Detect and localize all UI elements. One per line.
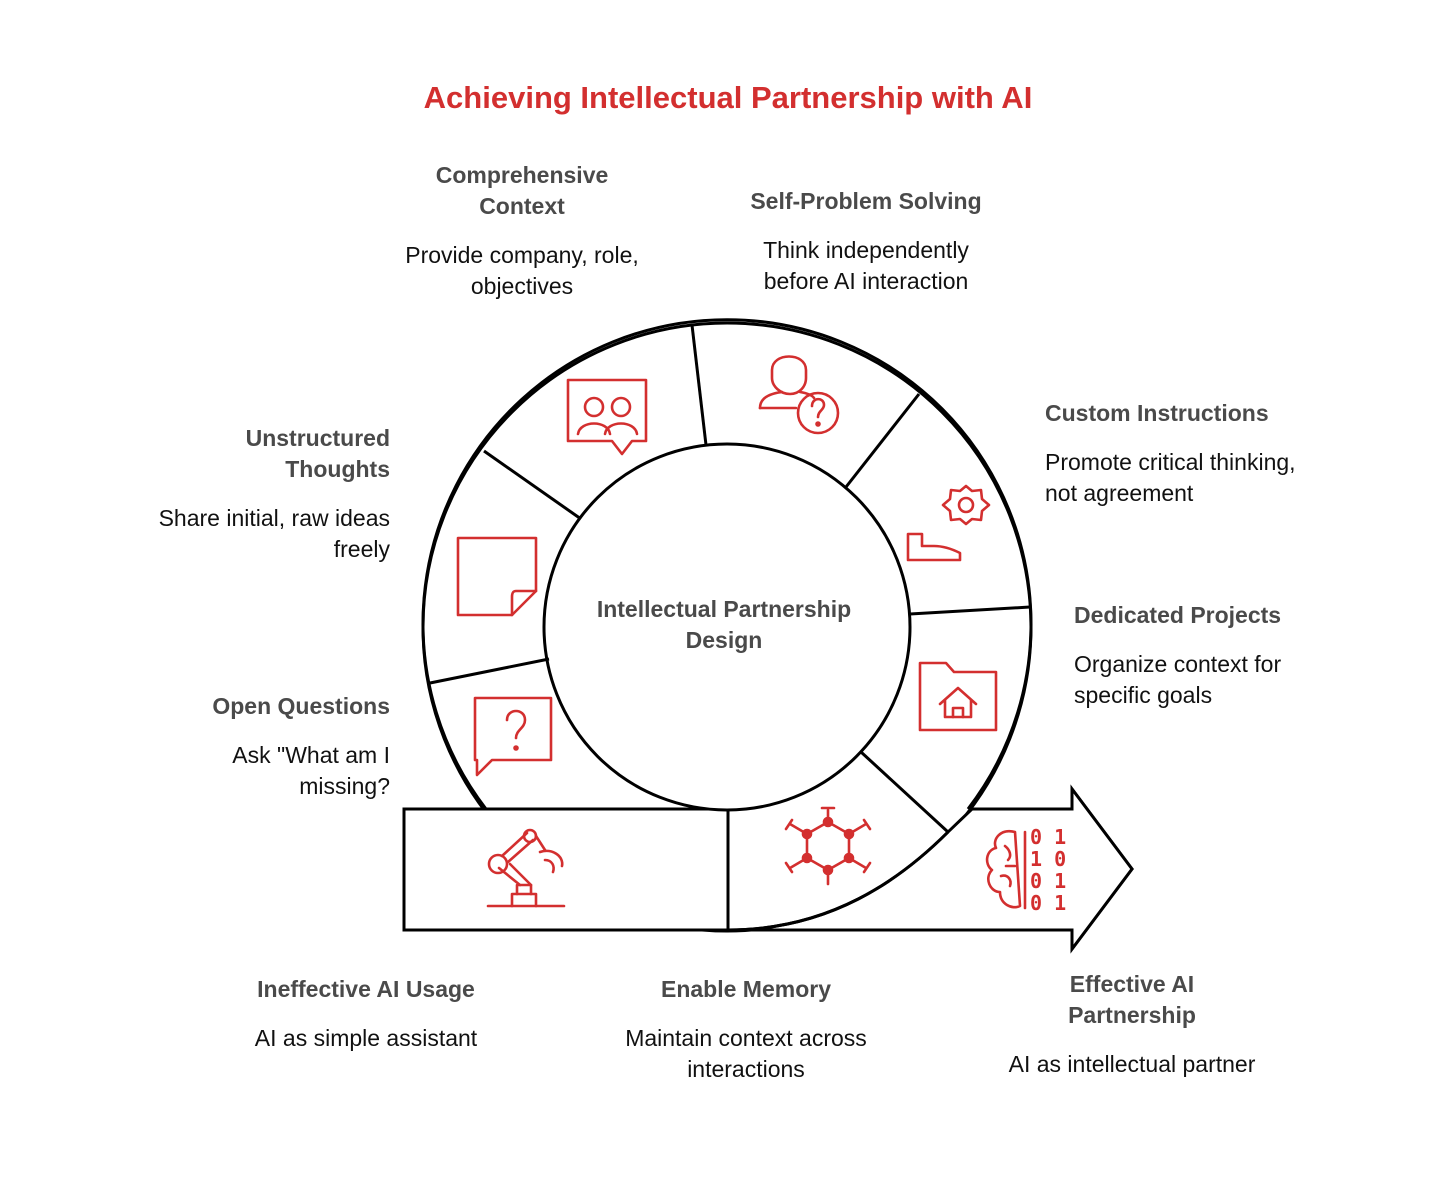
inner-circle	[542, 442, 912, 812]
folder-home-icon	[918, 661, 998, 732]
brain-binary-icon	[985, 829, 1027, 910]
label-dedicated-projects: Dedicated Projects Organize context for …	[1074, 600, 1374, 711]
description-unstructured-thoughts: Share initial, raw ideas freely	[158, 505, 390, 562]
heading-open-questions: Open Questions	[212, 693, 390, 719]
heading-enable-memory: Enable Memory	[661, 976, 831, 1002]
segment-dividers	[429, 324, 1031, 834]
people-chat-icon	[566, 378, 648, 456]
heading-ineffective-ai-usage: Ineffective AI Usage	[257, 976, 475, 1002]
network-molecule-icon	[784, 806, 872, 886]
person-question-icon	[758, 355, 840, 435]
diagram-title: Achieving Intellectual Partnership with …	[423, 80, 1033, 115]
binary-digits: 0 1 1 0 0 1 0 1	[1030, 825, 1066, 915]
label-unstructured-thoughts: Unstructured Thoughts Share initial, raw…	[90, 423, 390, 565]
description-custom-instructions: Promote critical thinking, not agreement	[1045, 449, 1296, 506]
center-label: Intellectual Partnership Design	[596, 596, 852, 653]
heading-comprehensive-context: Comprehensive Context	[435, 162, 609, 219]
robot-arm-icon	[486, 828, 566, 908]
description-enable-memory: Maintain context across interactions	[625, 1025, 867, 1082]
description-dedicated-projects: Organize context for specific goals	[1074, 651, 1282, 708]
label-open-questions: Open Questions Ask "What am I missing?	[90, 691, 390, 802]
label-ineffective-ai-usage: Ineffective AI Usage AI as simple assist…	[216, 974, 516, 1054]
sticky-note-icon	[456, 536, 538, 617]
label-enable-memory: Enable Memory Maintain context across in…	[596, 974, 896, 1085]
heading-unstructured-thoughts: Unstructured Thoughts	[245, 425, 390, 482]
description-effective-ai-partnership: AI as intellectual partner	[1008, 1051, 1256, 1077]
label-effective-ai-partnership: Effective AI Partnership AI as intellect…	[972, 969, 1292, 1080]
description-open-questions: Ask "What am I missing?	[232, 742, 390, 799]
label-custom-instructions: Custom Instructions Promote critical thi…	[1045, 398, 1365, 509]
description-ineffective-ai-usage: AI as simple assistant	[254, 1025, 478, 1051]
svg-text:1 0: 1 0	[1030, 847, 1066, 871]
svg-text:0 1: 0 1	[1030, 869, 1066, 893]
description-comprehensive-context: Provide company, role, objectives	[405, 242, 639, 299]
heading-custom-instructions: Custom Instructions	[1045, 400, 1269, 426]
heading-dedicated-projects: Dedicated Projects	[1074, 602, 1282, 628]
question-bubble-icon	[473, 696, 553, 777]
label-comprehensive-context: Comprehensive Context Provide company, r…	[372, 160, 672, 302]
label-self-problem-solving: Self-Problem Solving Think independently…	[712, 186, 1020, 297]
svg-text:0 1: 0 1	[1030, 825, 1066, 849]
description-self-problem-solving: Think independently before AI interactio…	[763, 237, 969, 294]
heading-self-problem-solving: Self-Problem Solving	[750, 188, 982, 214]
svg-text:0 1: 0 1	[1030, 891, 1066, 915]
gear-hand-icon	[906, 484, 991, 562]
heading-effective-ai-partnership: Effective AI Partnership	[1068, 971, 1196, 1028]
